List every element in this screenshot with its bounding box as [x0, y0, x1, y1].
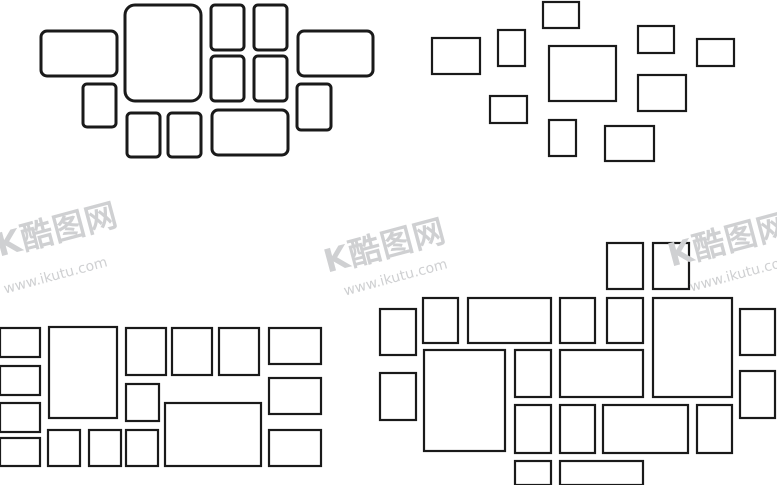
- picture-frame: [123, 3, 203, 103]
- picture-frame: [47, 325, 119, 420]
- picture-frame: [125, 111, 162, 159]
- picture-frame: [603, 124, 656, 163]
- picture-frame: [0, 436, 42, 468]
- picture-frame: [430, 36, 482, 76]
- picture-frame: [651, 241, 691, 291]
- picture-frame: [547, 44, 618, 103]
- picture-frame: [0, 364, 42, 397]
- picture-frame: [46, 428, 82, 468]
- picture-frame: [252, 3, 289, 52]
- picture-frame: [163, 401, 263, 468]
- picture-frame: [636, 73, 688, 113]
- picture-frame: [166, 111, 203, 159]
- layout-bottom-right: [378, 241, 777, 485]
- picture-frame: [488, 94, 529, 125]
- picture-frame: [513, 459, 553, 485]
- picture-frame: [636, 24, 676, 55]
- picture-frame: [267, 376, 323, 416]
- picture-frame: [513, 348, 553, 399]
- picture-frame: [547, 118, 578, 158]
- picture-frame: [87, 428, 123, 468]
- picture-frame: [421, 296, 460, 345]
- layout-bottom-left: [0, 325, 323, 468]
- picture-frame: [605, 296, 645, 345]
- layout-top-left: [39, 3, 375, 159]
- picture-frame: [296, 29, 375, 78]
- picture-frame: [558, 403, 597, 455]
- picture-frame: [422, 348, 507, 453]
- picture-frame: [695, 403, 734, 455]
- picture-frame: [513, 403, 553, 455]
- layout-top-right: [430, 0, 736, 163]
- picture-frame: [267, 428, 323, 468]
- picture-frame: [605, 241, 645, 291]
- picture-frame: [170, 326, 214, 377]
- picture-frame: [210, 108, 290, 157]
- picture-frame: [738, 369, 777, 420]
- picture-frame: [209, 3, 246, 52]
- picture-frame: [81, 82, 118, 129]
- picture-frame: [39, 29, 119, 78]
- picture-frame: [695, 37, 736, 68]
- picture-frame: [0, 401, 42, 434]
- picture-frame: [738, 307, 777, 357]
- picture-frame: [558, 296, 597, 345]
- picture-frame: [496, 28, 527, 68]
- picture-frame: [0, 326, 42, 359]
- picture-frame: [124, 428, 160, 468]
- picture-frame: [558, 459, 645, 485]
- picture-frame: [295, 82, 333, 132]
- picture-frame: [378, 307, 418, 357]
- picture-frame: [601, 403, 690, 455]
- picture-frame: [651, 296, 734, 399]
- picture-frame: [124, 326, 168, 377]
- picture-frame: [267, 326, 323, 366]
- picture-frame: [209, 54, 246, 103]
- picture-frame: [252, 54, 289, 103]
- picture-frame: [558, 348, 645, 399]
- picture-frame: [217, 326, 261, 377]
- picture-frame: [378, 371, 418, 422]
- picture-frame: [124, 382, 161, 423]
- picture-frame: [541, 0, 581, 30]
- picture-frame: [466, 296, 553, 345]
